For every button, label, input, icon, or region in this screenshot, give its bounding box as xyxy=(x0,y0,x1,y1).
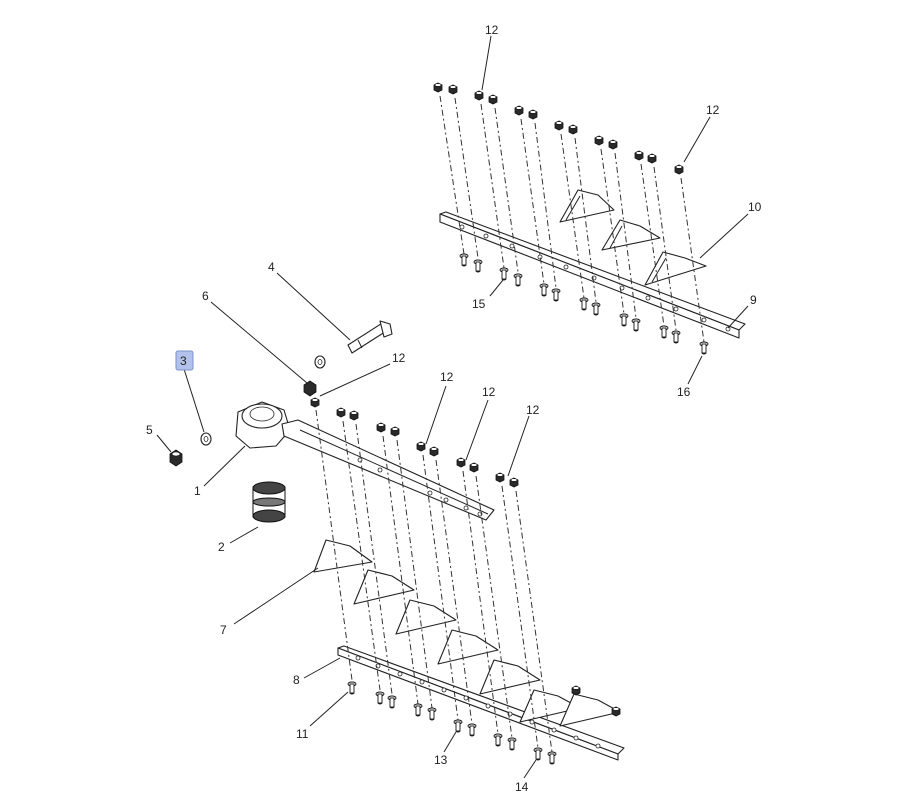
assembly-lines-upper xyxy=(439,95,705,343)
nut-5[interactable] xyxy=(169,449,183,467)
callout-2[interactable]: 2 xyxy=(218,540,225,554)
bearing[interactable] xyxy=(252,481,286,523)
knife-back-bar-upper[interactable] xyxy=(439,211,746,331)
callout-13[interactable]: 13 xyxy=(434,753,448,767)
knife-head-assembly xyxy=(169,320,495,523)
callout-1[interactable]: 1 xyxy=(194,484,201,498)
nuts-upper xyxy=(433,82,684,175)
knife-sections-upper[interactable] xyxy=(559,189,707,286)
bar-holes-lower xyxy=(355,655,601,749)
lower-knife-assembly xyxy=(313,407,625,765)
callout-16[interactable]: 16 xyxy=(677,385,691,399)
bushing-6[interactable] xyxy=(303,380,317,397)
washer-3[interactable] xyxy=(200,432,212,446)
callout-12-b[interactable]: 12 xyxy=(482,385,496,399)
bar-holes-upper xyxy=(459,224,731,332)
callout-15[interactable]: 15 xyxy=(472,297,486,311)
callout-7[interactable]: 7 xyxy=(220,623,227,637)
callout-12-mid[interactable]: 12 xyxy=(392,351,406,365)
callout-14[interactable]: 14 xyxy=(515,780,529,794)
callout-11[interactable]: 11 xyxy=(296,727,309,741)
callout-12-c[interactable]: 12 xyxy=(526,403,540,417)
long-bolt[interactable] xyxy=(347,320,393,354)
callout-8[interactable]: 8 xyxy=(293,673,300,687)
callout-12-top[interactable]: 12 xyxy=(485,23,499,37)
leader-lines xyxy=(156,35,749,779)
callout-3[interactable]: 3 xyxy=(180,354,187,368)
upper-knife-assembly xyxy=(433,82,746,355)
callout-3-highlight xyxy=(175,350,194,371)
callout-4[interactable]: 4 xyxy=(268,260,275,274)
callout-12-a[interactable]: 12 xyxy=(440,370,454,384)
callout-10[interactable]: 10 xyxy=(748,200,762,214)
callout-9[interactable]: 9 xyxy=(750,293,757,307)
knife-sections-lower[interactable] xyxy=(313,539,621,727)
callout-labels: 12 12 10 9 15 16 4 6 12 3 5 1 2 12 12 12… xyxy=(146,23,762,794)
washer-top[interactable] xyxy=(314,355,326,369)
knife-head[interactable] xyxy=(235,401,495,521)
callout-5[interactable]: 5 xyxy=(146,423,153,437)
callout-6[interactable]: 6 xyxy=(202,289,209,303)
callout-12-right[interactable]: 12 xyxy=(706,103,720,117)
assembly-lines-lower xyxy=(315,409,553,753)
